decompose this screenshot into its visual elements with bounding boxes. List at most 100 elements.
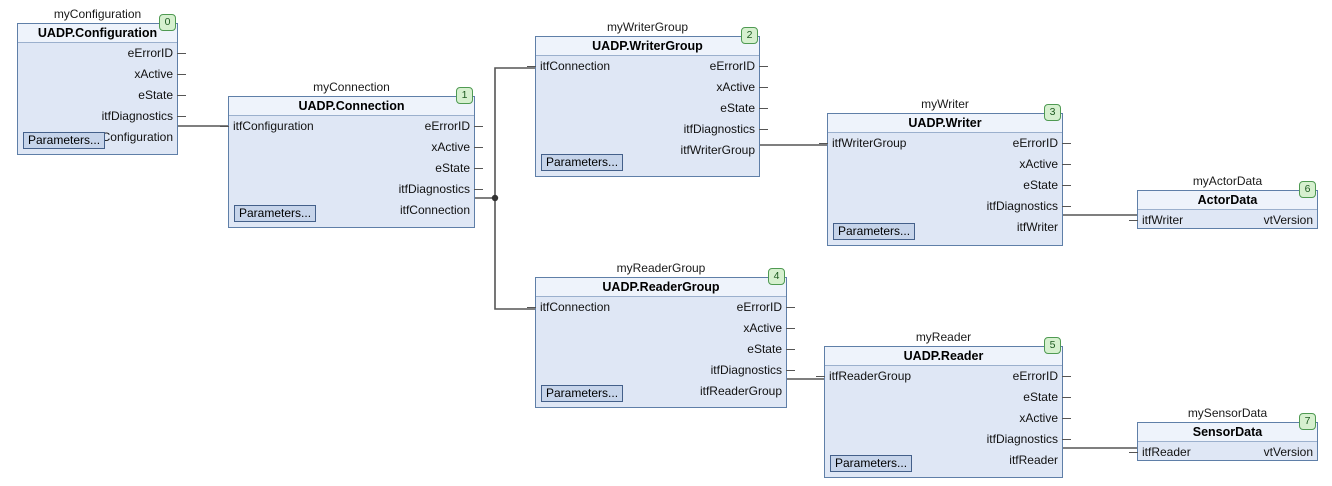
wire-junction-dot xyxy=(491,194,499,202)
output-pin-stub xyxy=(1062,376,1071,377)
block-body: itfWriter vtVersion xyxy=(1129,210,1317,228)
output-pin-itfWriterGroup[interactable]: itfWriterGroup xyxy=(680,143,755,157)
output-pin-eState[interactable]: eState xyxy=(1023,390,1058,404)
block-instance-name: myWriterGroup xyxy=(606,20,689,34)
output-pin-stub xyxy=(1062,143,1071,144)
output-pin-xActive[interactable]: xActive xyxy=(743,321,782,335)
output-pin-itfWriter[interactable]: itfWriter xyxy=(1016,220,1058,234)
output-pin-xActive[interactable]: xActive xyxy=(716,80,755,94)
input-pin-stub xyxy=(527,307,536,308)
output-pin-itfDiagnostics[interactable]: itfDiagnostics xyxy=(710,363,782,377)
input-pin-itfConnection[interactable]: itfConnection xyxy=(540,300,611,314)
output-pin-stub xyxy=(759,129,768,130)
output-pin-stub xyxy=(1062,439,1071,440)
block-type-title: UADP.Writer xyxy=(828,114,1062,133)
parameters-button[interactable]: Parameters... xyxy=(833,223,916,240)
block-instance-name: myConnection xyxy=(313,80,390,94)
output-pin-eState[interactable]: eState xyxy=(435,161,470,175)
output-pin-eErrorID[interactable]: eErrorID xyxy=(736,300,782,314)
output-pin-stub xyxy=(759,66,768,67)
output-pin-itfDiagnostics[interactable]: itfDiagnostics xyxy=(398,182,470,196)
output-pin-itfReader[interactable]: itfReader xyxy=(1009,453,1058,467)
block-index-badge: 4 xyxy=(768,268,785,285)
block-type-title: UADP.Configuration xyxy=(18,24,177,43)
output-pin-itfDiagnostics[interactable]: itfDiagnostics xyxy=(101,109,173,123)
output-pin-stub xyxy=(1062,206,1071,207)
parameters-button[interactable]: Parameters... xyxy=(541,385,624,402)
block-body: eErrorID xActive eState itfDiagnostics itfCo… xyxy=(18,43,186,154)
input-pin-itfReaderGroup[interactable]: itfReaderGroup xyxy=(829,369,912,383)
output-pin-eErrorID[interactable]: eErrorID xyxy=(709,59,755,73)
output-pin-eState[interactable]: eState xyxy=(747,342,782,356)
output-pin-stub xyxy=(1062,164,1071,165)
output-pin-xActive[interactable]: xActive xyxy=(1019,411,1058,425)
block-index-badge: 6 xyxy=(1299,181,1316,198)
input-pin-stub xyxy=(1129,452,1138,453)
block-body: itfConfiguration eErrorID xActive eState itf… xyxy=(220,116,483,227)
block-index-badge: 2 xyxy=(741,27,758,44)
output-pin-eErrorID[interactable]: eErrorID xyxy=(424,119,470,133)
input-pin-itfConfiguration[interactable]: itfConfiguration xyxy=(233,119,314,133)
wire-connection-to-readergroup xyxy=(494,198,535,310)
output-pin-stub xyxy=(1062,185,1071,186)
output-pin-vtVersion[interactable]: vtVersion xyxy=(1263,213,1313,227)
block-type-title: SensorData xyxy=(1138,423,1317,442)
block-index-badge: 5 xyxy=(1044,337,1061,354)
output-pin-itfConnection[interactable]: itfConnection xyxy=(399,203,470,217)
output-pin-itfDiagnostics[interactable]: itfDiagnostics xyxy=(986,199,1058,213)
output-pin-stub xyxy=(786,370,795,371)
output-pin-stub xyxy=(786,307,795,308)
output-pin-stub xyxy=(1062,397,1071,398)
block-instance-name: myReader xyxy=(915,330,972,344)
output-pin-itfReaderGroup[interactable]: itfReaderGroup xyxy=(699,384,782,398)
block-instance-name: mySensorData xyxy=(1187,406,1268,420)
output-pin-eState[interactable]: eState xyxy=(138,88,173,102)
block-body: itfWriterGroup eErrorID xActive eState itfDi… xyxy=(819,133,1071,245)
output-pin-stub xyxy=(1062,418,1071,419)
block-type-title: UADP.Connection xyxy=(229,97,474,116)
output-pin-itfDiagnostics[interactable]: itfDiagnostics xyxy=(986,432,1058,446)
output-pin-itfDiagnostics[interactable]: itfDiagnostics xyxy=(683,122,755,136)
output-pin-eErrorID[interactable]: eErrorID xyxy=(127,46,173,60)
parameters-button[interactable]: Parameters... xyxy=(234,205,317,222)
block-instance-name: myConfiguration xyxy=(53,7,142,21)
output-pin-stub xyxy=(759,108,768,109)
block-body: itfReaderGroup eErrorID eState xActive itfDi… xyxy=(816,366,1071,477)
output-pin-stub xyxy=(474,189,483,190)
output-pin-xActive[interactable]: xActive xyxy=(1019,157,1058,171)
input-pin-itfConnection[interactable]: itfConnection xyxy=(540,59,611,73)
output-pin-stub xyxy=(786,349,795,350)
output-pin-xActive[interactable]: xActive xyxy=(134,67,173,81)
block-body: itfConnection eErrorID xActive eState itfDia… xyxy=(527,56,768,176)
block-type-title: UADP.Reader xyxy=(825,347,1062,366)
parameters-button[interactable]: Parameters... xyxy=(541,154,624,171)
input-pin-stub xyxy=(220,126,229,127)
block-body: itfConnection eErrorID xActive eState itfDia… xyxy=(527,297,795,407)
block-index-badge: 1 xyxy=(456,87,473,104)
input-pin-itfReader[interactable]: itfReader xyxy=(1142,445,1191,459)
input-pin-itfWriter[interactable]: itfWriter xyxy=(1142,213,1184,227)
parameters-button[interactable]: Parameters... xyxy=(830,455,913,472)
output-pin-eErrorID[interactable]: eErrorID xyxy=(1012,136,1058,150)
output-pin-eState[interactable]: eState xyxy=(720,101,755,115)
output-pin-itfConfiguration[interactable]: itfConfiguration xyxy=(92,130,173,144)
input-pin-itfWriterGroup[interactable]: itfWriterGroup xyxy=(832,136,907,150)
output-pin-eErrorID[interactable]: eErrorID xyxy=(1012,369,1058,383)
parameters-button[interactable]: Parameters... xyxy=(23,132,106,149)
output-pin-vtVersion[interactable]: vtVersion xyxy=(1263,445,1313,459)
output-pin-xActive[interactable]: xActive xyxy=(431,140,470,154)
output-pin-eState[interactable]: eState xyxy=(1023,178,1058,192)
block-instance-name: myReaderGroup xyxy=(616,261,706,275)
output-pin-stub xyxy=(177,95,186,96)
block-body: itfReader vtVersion xyxy=(1129,442,1317,460)
output-pin-stub xyxy=(177,116,186,117)
